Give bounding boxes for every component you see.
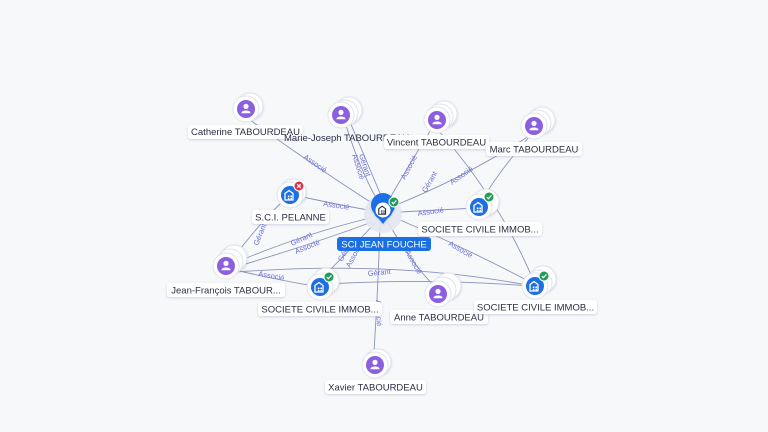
edge-jf-center-2 [231,221,373,269]
edge-label: Gérant [367,267,392,278]
edge-label: Associé [417,205,444,218]
node-jean-francois[interactable]: Jean-François TABOUR... [167,244,285,297]
edge-marie-center-2 [349,121,383,199]
closed-status-icon [293,180,305,192]
node-label: Jean-François TABOUR... [171,286,280,297]
node-label: Marc TABOURDEAU [490,145,579,156]
edge-label: Gérant [252,221,269,246]
node-catherine[interactable]: Catherine TABOURDEAU [188,92,303,139]
edge-label: Associé [258,269,285,282]
node-sci-2[interactable]: SOCIETE CIVILE IMMOB... [258,267,382,316]
verified-check-icon [323,271,335,283]
node-pelanne[interactable]: S.C.I. PELANNE [252,178,329,224]
verified-check-icon [483,191,495,203]
node-sci-3[interactable]: SOCIETE CIVILE IMMOB... [474,265,597,314]
edge-label: Associé [403,249,424,276]
center-label-text: SCI JEAN FOUCHE [341,240,427,251]
node-vincent[interactable]: Vincent TABOURDEAU [384,100,489,149]
edge-label: Associé [447,239,474,260]
center-node[interactable] [364,193,402,233]
edge-sci2-sci3 [325,280,531,287]
verified-check-icon [538,270,550,282]
edge-pelanne-center [297,195,369,211]
node-label: Xavier TABOURDEAU [328,383,423,394]
edge-label: Associé [302,152,329,174]
edge-jf-sci3 [235,267,533,287]
edge-label: Associé [323,199,350,212]
node-marc[interactable]: Marc TABOURDEAU [486,106,582,156]
verified-check-icon [388,196,400,208]
node-label: S.C.I. PELANNE [255,213,326,224]
edge-label: Associé [448,164,475,186]
node-anne[interactable]: Anne TABOURDEAU [390,272,488,324]
node-label: SOCIETE CIVILE IMMOB... [261,305,378,316]
node-label: SOCIETE CIVILE IMMOB... [477,303,594,314]
node-label: SOCIETE CIVILE IMMOB... [421,225,538,236]
edge-vincent-center [389,127,433,199]
node-label: Anne TABOURDEAU [394,313,484,324]
center-label[interactable]: SCI JEAN FOUCHE [337,237,431,251]
edge-label: Associé [399,154,419,181]
node-label: Catherine TABOURDEAU [191,127,300,138]
node-sci-1[interactable]: SOCIETE CIVILE IMMOB... [418,188,542,236]
edge-marie-center [344,121,377,199]
edge-sci3-center [399,219,535,285]
node-xavier[interactable]: Xavier TABOURDEAU [325,348,426,394]
node-label: Vincent TABOURDEAU [387,138,486,149]
node-label: Marie-Joseph TABOURDEAU [284,133,409,144]
edge-jf-center [231,217,371,265]
building-icon [378,205,387,215]
node-marie-joseph[interactable]: Marie-Joseph TABOURDEAU [284,96,409,144]
edge-label: Gérant [420,169,440,194]
